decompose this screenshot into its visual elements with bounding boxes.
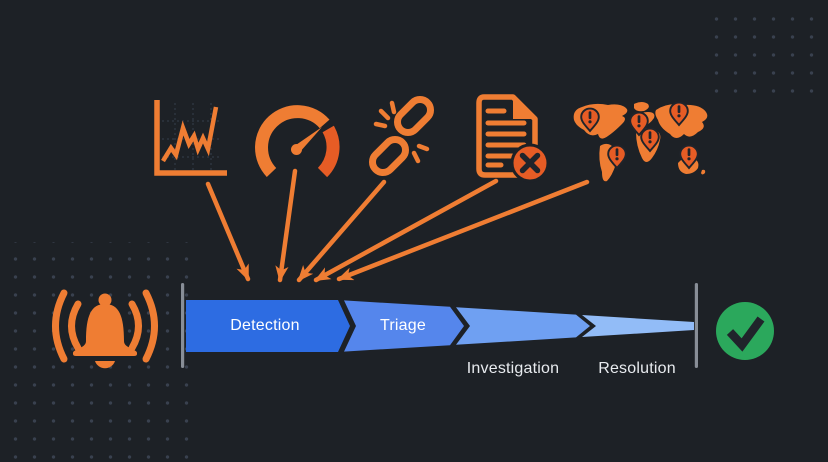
stage-resolution xyxy=(582,315,694,337)
stage-label-resolution: Resolution xyxy=(598,360,676,377)
bell-sound-waves xyxy=(52,289,158,363)
arrow-from-chart xyxy=(205,181,251,282)
stage-investigation xyxy=(456,307,590,345)
alarm-bell-icon xyxy=(52,289,158,369)
arrow-from-document xyxy=(313,178,499,283)
alert-pins xyxy=(580,101,699,170)
stage-label-triage: Triage xyxy=(380,317,426,334)
line-chart-icon xyxy=(154,100,227,176)
stage-label-detection: Detection xyxy=(230,317,300,334)
document-error-icon xyxy=(476,94,550,183)
stage-label-investigation: Investigation xyxy=(466,360,560,377)
check-circle-icon xyxy=(716,302,774,360)
stage-detection xyxy=(186,300,350,352)
gauge-icon xyxy=(255,105,340,178)
timeline-end-cap xyxy=(694,283,698,368)
stage-triage xyxy=(344,300,464,352)
arrow-from-link xyxy=(296,179,387,283)
timeline-start-cap xyxy=(181,283,185,368)
source-arrows xyxy=(205,168,590,283)
world-map-alerts-icon xyxy=(573,101,708,182)
broken-link-icon xyxy=(368,95,435,177)
arrow-from-gauge xyxy=(275,168,298,283)
dot-grid-top-right xyxy=(704,6,828,96)
arrow-from-map xyxy=(336,179,590,282)
timeline-funnel xyxy=(181,283,698,368)
